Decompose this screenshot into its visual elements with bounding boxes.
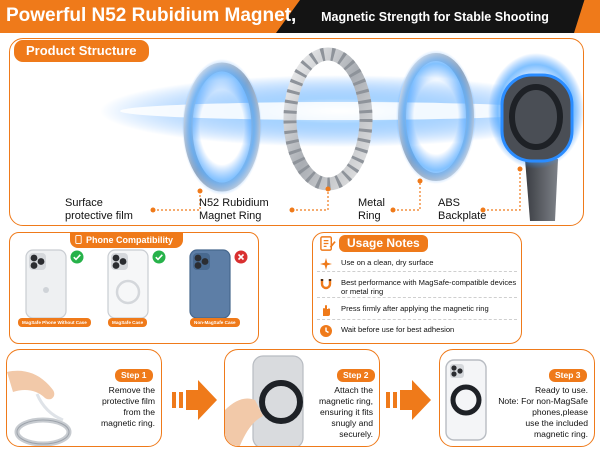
metal-ring-label: Metal Ring: [358, 197, 385, 222]
phone-compatibility-tab: Phone Compatibility: [70, 232, 184, 248]
step-arrow-icon: [172, 380, 217, 420]
magnet-ring-segments: [283, 47, 373, 191]
metal-ring-glow: [396, 50, 476, 184]
banner-subtitle: Magnetic Strength for Stable Shooting: [321, 10, 549, 24]
notepad-icon: [320, 236, 336, 251]
phone-label: MagSafe Phone Without Case: [18, 318, 91, 327]
abs-backplate-ring: [509, 84, 563, 150]
header-banner: Powerful N52 Rubidium Magnet, Magnetic S…: [0, 0, 600, 33]
usage-note-text: Press firmly after applying the magnetic…: [341, 304, 489, 313]
step-3-card: Step 3 Ready to use. Note: For non-MagSa…: [439, 349, 595, 447]
usage-note-text: Use on a clean, dry surface: [341, 258, 434, 267]
usage-separator: [317, 319, 517, 320]
banner-title: Powerful N52 Rubidium Magnet,: [6, 5, 297, 26]
usage-separator: [317, 297, 517, 298]
usage-note-text: Best performance with MagSafe-compatible…: [341, 278, 517, 296]
phone-magsafe-case: MagSafe Case: [98, 248, 174, 327]
step-2-text: Attach the magnetic ring, ensuring it fi…: [319, 385, 373, 439]
phone-magsafe-no-case: MagSafe Phone Without Case: [16, 248, 92, 327]
magnet-ring-label: N52 Rubidium Magnet Ring: [199, 197, 269, 222]
hand-attaching-ring-illustration: [225, 355, 304, 446]
step-1-text: Remove the protective film from the magn…: [101, 385, 155, 428]
check-icon: [152, 250, 166, 264]
stand-leg: [525, 159, 558, 221]
usage-notes-tab: Usage Notes: [339, 235, 428, 252]
step-2-badge: Step 2: [337, 369, 375, 382]
phone-compatibility-title: Phone Compatibility: [86, 235, 174, 245]
hand-peeling-film-illustration: [7, 370, 72, 446]
step-1-badge: Step 1: [115, 369, 153, 382]
phone-white-illustration: [25, 249, 67, 319]
step-2-card: Step 2 Attach the magnetic ring, ensurin…: [224, 349, 380, 447]
cross-icon: [234, 250, 248, 264]
phone-with-ring-illustration: [445, 359, 487, 441]
step-3-badge: Step 3: [549, 369, 587, 382]
usage-separator: [317, 271, 517, 272]
phone-clear-case-illustration: [107, 249, 149, 319]
phone-label: Non-MagSafe Case: [190, 318, 240, 327]
phone-icon: [75, 235, 82, 244]
phone-non-magsafe-case: Non-MagSafe Case: [180, 248, 256, 327]
product-structure-panel: Surface protective film N52 Rubidium Mag…: [9, 38, 584, 226]
hand-press-icon: [323, 305, 331, 316]
check-icon: [70, 250, 84, 264]
magnet-icon: [320, 279, 332, 290]
surface-film-label: Surface protective film: [65, 197, 133, 222]
abs-backplate-label: ABS Backplate: [438, 197, 487, 222]
leader-dots: [150, 166, 523, 213]
step-3-text: Ready to use. Note: For non-MagSafe phon…: [498, 385, 588, 439]
usage-notes-panel: Usage Notes Use on a clean, dry surface …: [312, 232, 522, 344]
surface-film-ring-glow: [182, 59, 262, 195]
step-arrow-icon: [386, 380, 431, 420]
banner-accent: [0, 0, 300, 33]
clock-icon: [320, 325, 332, 337]
product-structure-tab: Product Structure: [14, 40, 149, 62]
phone-label: MagSafe Case: [108, 318, 148, 327]
step-1-card: Step 1 Remove the protective film from t…: [6, 349, 162, 447]
usage-note-text: Wait before use for best adhesion: [341, 325, 455, 334]
sparkle-icon: [320, 258, 332, 270]
phone-compatibility-panel: Phone Compatibility MagSafe Phone Withou…: [9, 232, 259, 344]
banner-tip: [574, 0, 600, 33]
phone-blue-case-illustration: [189, 249, 231, 319]
leader-lines: [153, 169, 521, 211]
exploded-view-illustration: [100, 47, 583, 221]
